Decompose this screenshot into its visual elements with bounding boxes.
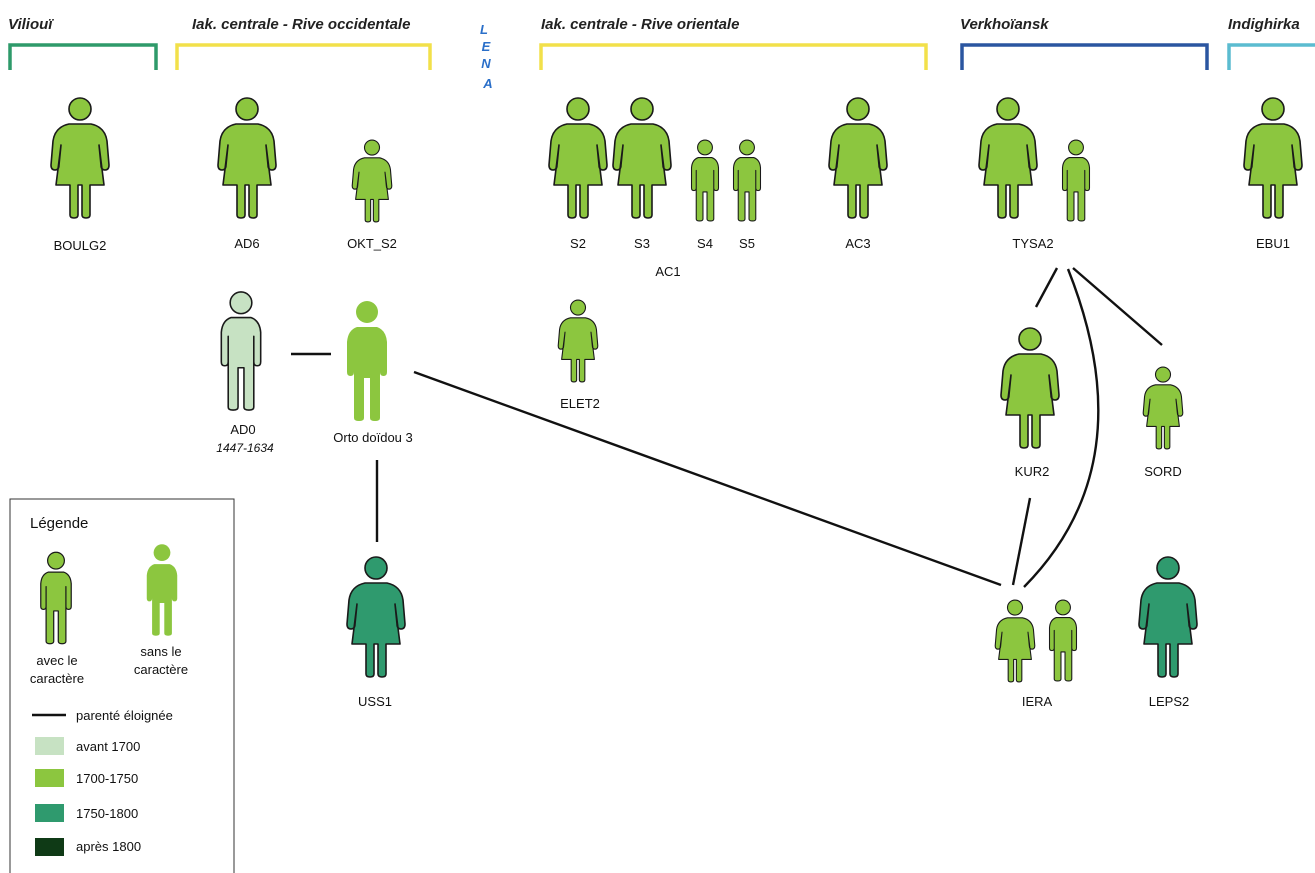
region-bracket-west bbox=[175, 43, 432, 70]
node-label-leps2: LEPS2 bbox=[1149, 694, 1189, 709]
node-label-ad6: AD6 bbox=[234, 236, 259, 251]
kinship-links bbox=[291, 267, 1163, 588]
node-label-okt-s2: OKT_S2 bbox=[347, 236, 397, 251]
node-label-boulg2: BOULG2 bbox=[54, 238, 107, 253]
legend-swatch-label: avant 1700 bbox=[76, 739, 140, 754]
node-label-orto: Orto doïdou 3 bbox=[333, 430, 413, 445]
legend-without-char-label: caractère bbox=[134, 662, 188, 677]
male-icon bbox=[690, 139, 720, 222]
region-label-verkhoiansk: Verkhoïansk bbox=[960, 16, 1049, 33]
female-icon bbox=[1000, 327, 1060, 449]
link-tysa2-sord bbox=[1072, 267, 1163, 346]
node-label-ebu1: EBU1 bbox=[1256, 236, 1290, 251]
node-label-s2: S2 bbox=[570, 236, 586, 251]
legend-male-with-char-icon bbox=[40, 551, 72, 645]
region-label-indighirka: Indighirka bbox=[1228, 16, 1300, 33]
node-label-ac3: AC3 bbox=[845, 236, 870, 251]
female-icon bbox=[1243, 97, 1303, 219]
female-icon bbox=[994, 599, 1036, 683]
female-icon bbox=[346, 556, 406, 678]
link-kur2-iera bbox=[1011, 497, 1032, 586]
female-icon bbox=[217, 97, 277, 219]
region-bracket-vilioui bbox=[8, 43, 158, 70]
node-dates-ad0: 1447-1634 bbox=[216, 441, 274, 455]
node-label-elet2: ELET2 bbox=[560, 396, 600, 411]
legend-swatch-before-1700 bbox=[35, 737, 64, 755]
node-label-uss1: USS1 bbox=[358, 694, 392, 709]
lena-letter: E bbox=[482, 39, 491, 54]
female-icon bbox=[612, 97, 672, 219]
male-icon bbox=[220, 291, 262, 411]
legend-swatch-label: après 1800 bbox=[76, 839, 141, 854]
female-icon bbox=[1142, 366, 1184, 450]
legend-title: Légende bbox=[30, 515, 88, 532]
lena-letter: L bbox=[480, 22, 488, 37]
node-label-kur2: KUR2 bbox=[1015, 464, 1050, 479]
legend-without-char-label: sans le bbox=[140, 644, 181, 659]
region-bracket-east bbox=[539, 43, 928, 70]
node-label-tysa2: TYSA2 bbox=[1012, 236, 1053, 251]
male-icon bbox=[1048, 599, 1078, 682]
legend-swatch-label: 1700-1750 bbox=[76, 771, 138, 786]
female-icon bbox=[548, 97, 608, 219]
node-label-ac1: AC1 bbox=[655, 264, 680, 279]
node-label-iera: IERA bbox=[1022, 694, 1053, 709]
male-icon bbox=[732, 139, 762, 222]
region-bracket-indighirka bbox=[1227, 43, 1315, 70]
female-icon bbox=[828, 97, 888, 219]
node-label-s4: S4 bbox=[697, 236, 713, 251]
female-icon bbox=[1138, 556, 1198, 678]
female-icon bbox=[351, 139, 393, 223]
lena-letter: N bbox=[481, 56, 491, 71]
node-label-s3: S3 bbox=[634, 236, 650, 251]
lena-letter: A bbox=[482, 76, 492, 91]
node-label-s5: S5 bbox=[739, 236, 755, 251]
legend-swatch-label: 1750-1800 bbox=[76, 806, 138, 821]
female-icon bbox=[50, 97, 110, 219]
legend-male-without-char-icon bbox=[146, 544, 178, 636]
male-icon bbox=[347, 301, 387, 421]
legend-with-char-label: caractère bbox=[30, 671, 84, 686]
legend-swatch-1700-1750 bbox=[35, 769, 64, 787]
legend-link-label: parenté éloignée bbox=[76, 708, 173, 723]
region-label-vilioui: Viliouï bbox=[8, 16, 54, 33]
node-label-sord: SORD bbox=[1144, 464, 1182, 479]
region-label-west: Iak. centrale - Rive occidentale bbox=[192, 16, 410, 33]
node-label-ad0: AD0 bbox=[230, 422, 255, 437]
male-icon bbox=[1061, 139, 1091, 222]
region-label-east: Iak. centrale - Rive orientale bbox=[541, 16, 739, 33]
link-tysa2-iera bbox=[1023, 268, 1100, 588]
legend-frame bbox=[9, 498, 235, 873]
legend-swatch-after-1800 bbox=[35, 838, 64, 856]
female-icon bbox=[978, 97, 1038, 219]
legend-with-char-label: avec le bbox=[36, 653, 77, 668]
region-bracket-verkhoiansk bbox=[960, 43, 1209, 70]
legend-swatch-1750-1800 bbox=[35, 804, 64, 822]
link-tysa2-kur2 bbox=[1034, 267, 1059, 308]
female-icon bbox=[557, 299, 599, 383]
link-orto-iera bbox=[413, 370, 1002, 587]
legend: Légende avec le caractère sans le caract… bbox=[9, 498, 235, 873]
